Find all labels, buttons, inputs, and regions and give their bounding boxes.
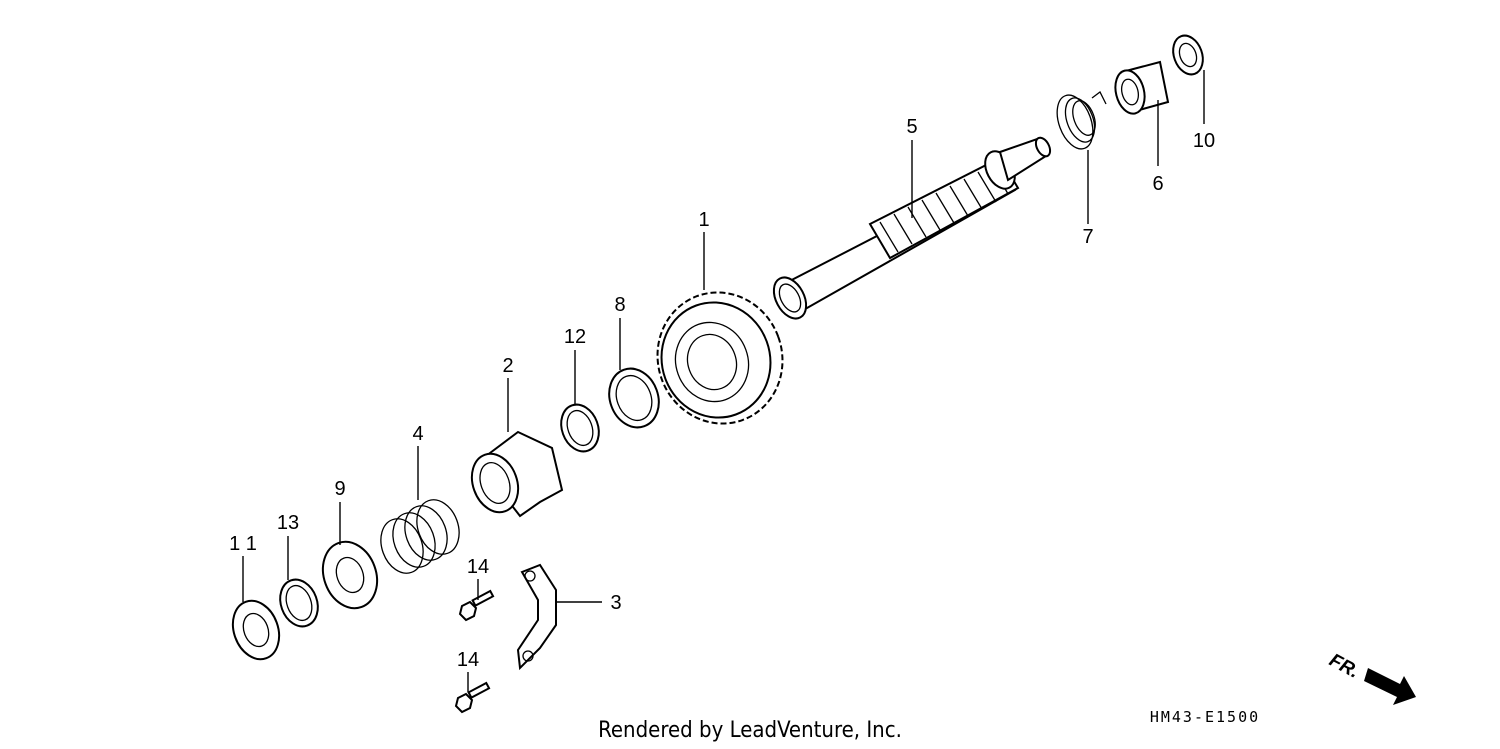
front-direction-indicator: FR. [1326, 650, 1416, 705]
callout-14-lower: 14 [457, 649, 479, 671]
part-12-circlip[interactable] [555, 399, 605, 456]
callout-13: 13 [277, 512, 299, 534]
leader-lines [242, 70, 1205, 692]
part-14-bolt-lower[interactable] [454, 681, 491, 714]
part-13-circlip[interactable] [274, 574, 324, 631]
part-2-ratchet[interactable] [464, 430, 564, 519]
callout-12: 12 [564, 326, 586, 348]
part-11-washer[interactable] [225, 594, 287, 665]
callout-9: 9 [334, 478, 345, 500]
part-1-gear[interactable] [639, 275, 801, 441]
callout-11: 1 1 [229, 533, 257, 555]
part-3-guide-plate[interactable] [516, 563, 557, 671]
callout-1: 1 [698, 209, 709, 231]
part-14-bolt-upper[interactable] [458, 589, 495, 622]
part-10-washer[interactable] [1168, 31, 1208, 78]
part-4-spring[interactable] [374, 494, 467, 579]
callout-4: 4 [412, 423, 423, 445]
direction-arrow-icon [1364, 668, 1416, 705]
callout-14-upper: 14 [467, 556, 489, 578]
callout-8: 8 [614, 294, 625, 316]
callout-5: 5 [906, 116, 917, 138]
diagram-code: HM43-E1500 [1150, 708, 1260, 726]
part-6-collar[interactable] [1111, 60, 1170, 117]
callout-10: 10 [1193, 130, 1215, 152]
part-7-spring[interactable] [1050, 90, 1107, 154]
part-5-shaft[interactable] [767, 135, 1053, 324]
part-8-washer[interactable] [601, 362, 667, 435]
credit-text: Rendered by LeadVenture, Inc. [598, 718, 902, 743]
direction-label: FR. [1326, 650, 1363, 683]
callout-6: 6 [1152, 173, 1163, 195]
part-9-washer[interactable] [314, 534, 386, 616]
callout-3: 3 [610, 592, 621, 614]
callout-7: 7 [1082, 226, 1093, 248]
callout-2: 2 [502, 355, 513, 377]
